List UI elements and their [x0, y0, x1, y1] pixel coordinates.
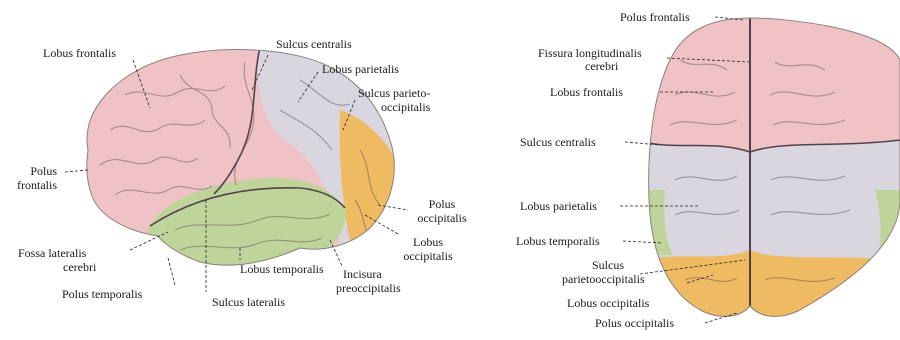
superior-view-panel: Polus frontalis Fissura longitudinalis c… [515, 0, 900, 340]
lateral-view-panel: Lobus frontalis Sulcus centralis Lobus p… [0, 0, 515, 340]
label-lobus-temporalis-superior: Lobus temporalis [516, 235, 600, 248]
label-polus-temporalis: Polus temporalis [62, 288, 142, 301]
label-sulcus-centralis: Sulcus centralis [276, 38, 352, 51]
label-polus-occipitalis-1: Polus [412, 198, 472, 211]
label-fossa-lateralis-2: cerebri [63, 261, 96, 274]
label-sulcus-parieto-occipitalis-1: Sulcus parieto- [358, 87, 430, 100]
label-lobus-occipitalis-1: Lobus [398, 236, 458, 249]
parietal-lobe-region-superior [635, 140, 900, 260]
label-polus-frontalis-2: frontalis [8, 179, 57, 192]
label-lobus-occipitalis-2: occipitalis [388, 250, 468, 263]
label-incisura-1: Incisura [343, 268, 382, 281]
label-polus-occipitalis-superior: Polus occipitalis [595, 317, 674, 330]
label-sulcus-centralis-superior: Sulcus centralis [520, 136, 596, 149]
label-lobus-frontalis-superior: Lobus frontalis [550, 86, 623, 99]
label-polus-frontalis-superior: Polus frontalis [620, 11, 690, 24]
label-lobus-parietalis-superior: Lobus parietalis [520, 200, 597, 213]
label-fissura-longitudinalis-2: cerebri [585, 60, 618, 73]
label-fossa-lateralis-1: Fossa lateralis [18, 247, 86, 260]
label-lobus-frontalis: Lobus frontalis [43, 47, 116, 60]
label-sulcus-parieto-occipitalis-2: occipitalis [381, 101, 430, 114]
label-lobus-parietalis: Lobus parietalis [322, 63, 399, 76]
occipital-lobe-region-superior [635, 250, 900, 330]
label-sulcus-parietooccipitalis-2: parietooccipitalis [562, 273, 645, 286]
label-sulcus-lateralis: Sulcus lateralis [212, 296, 285, 309]
label-lobus-occipitalis-superior: Lobus occipitalis [567, 297, 649, 310]
label-lobus-temporalis: Lobus temporalis [240, 263, 324, 276]
label-incisura-2: preoccipitalis [336, 282, 401, 295]
label-polus-frontalis-1: Polus [17, 165, 57, 178]
label-polus-occipitalis-2: occipitalis [402, 212, 482, 225]
label-sulcus-parietooccipitalis-1: Sulcus [592, 259, 624, 272]
